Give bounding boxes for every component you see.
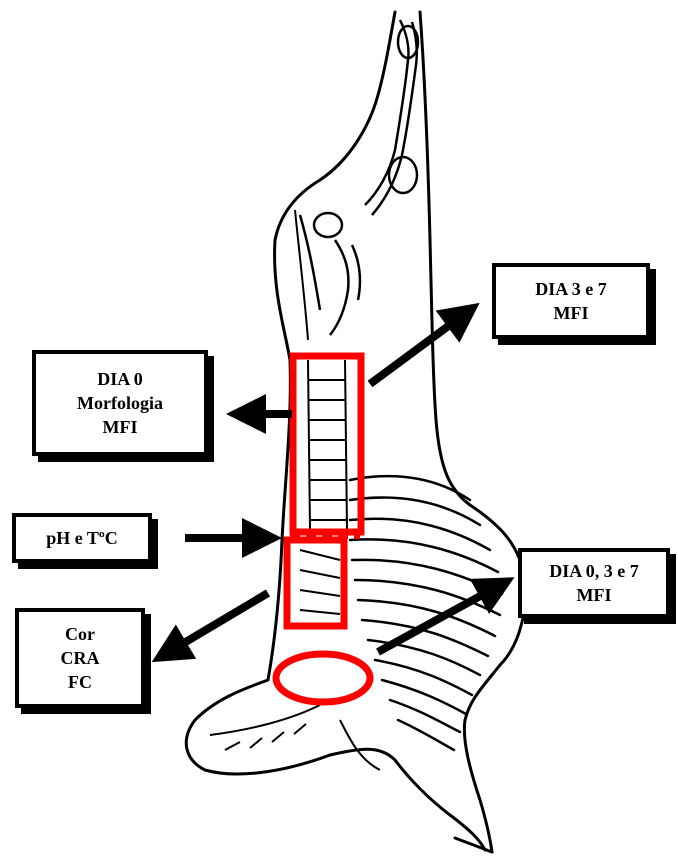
arrow-to-dia-3-7	[370, 310, 470, 384]
sample-regions	[276, 356, 370, 702]
label-dia-0-line1: DIA 0	[97, 367, 143, 391]
label-dia-0-3-7-line2: MFI	[577, 583, 612, 607]
label-dia-0-line3: MFI	[103, 415, 138, 439]
label-ph-temp: pH e TºC	[12, 513, 152, 563]
arrow-to-dia-0-3-7	[378, 583, 504, 652]
label-dia-3-7: DIA 3 e 7 MFI	[492, 263, 650, 339]
label-dia-3-7-line1: DIA 3 e 7	[535, 277, 607, 301]
label-dia-0-3-7: DIA 0, 3 e 7 MFI	[518, 548, 670, 618]
carcass-outline	[186, 12, 525, 852]
label-ph-temp-line1: pH e TºC	[46, 526, 118, 550]
leg-bones	[300, 20, 418, 335]
arrow-to-cor	[162, 593, 268, 656]
label-cor-line3: FC	[68, 670, 92, 694]
label-cor-line1: Cor	[65, 622, 95, 646]
belly-region-highlight	[276, 654, 370, 702]
label-dia-0: DIA 0 Morfologia MFI	[32, 350, 208, 456]
label-dia-0-line2: Morfologia	[77, 391, 163, 415]
vertebral-column	[295, 210, 347, 614]
label-cor-line2: CRA	[61, 646, 100, 670]
loin-region-highlight	[293, 356, 361, 532]
label-dia-3-7-line2: MFI	[554, 301, 589, 325]
sternum-detail	[210, 705, 380, 770]
label-dia-0-3-7-line1: DIA 0, 3 e 7	[549, 559, 639, 583]
rib-cage	[350, 476, 502, 750]
label-cor-cra-fc: Cor CRA FC	[15, 608, 145, 708]
